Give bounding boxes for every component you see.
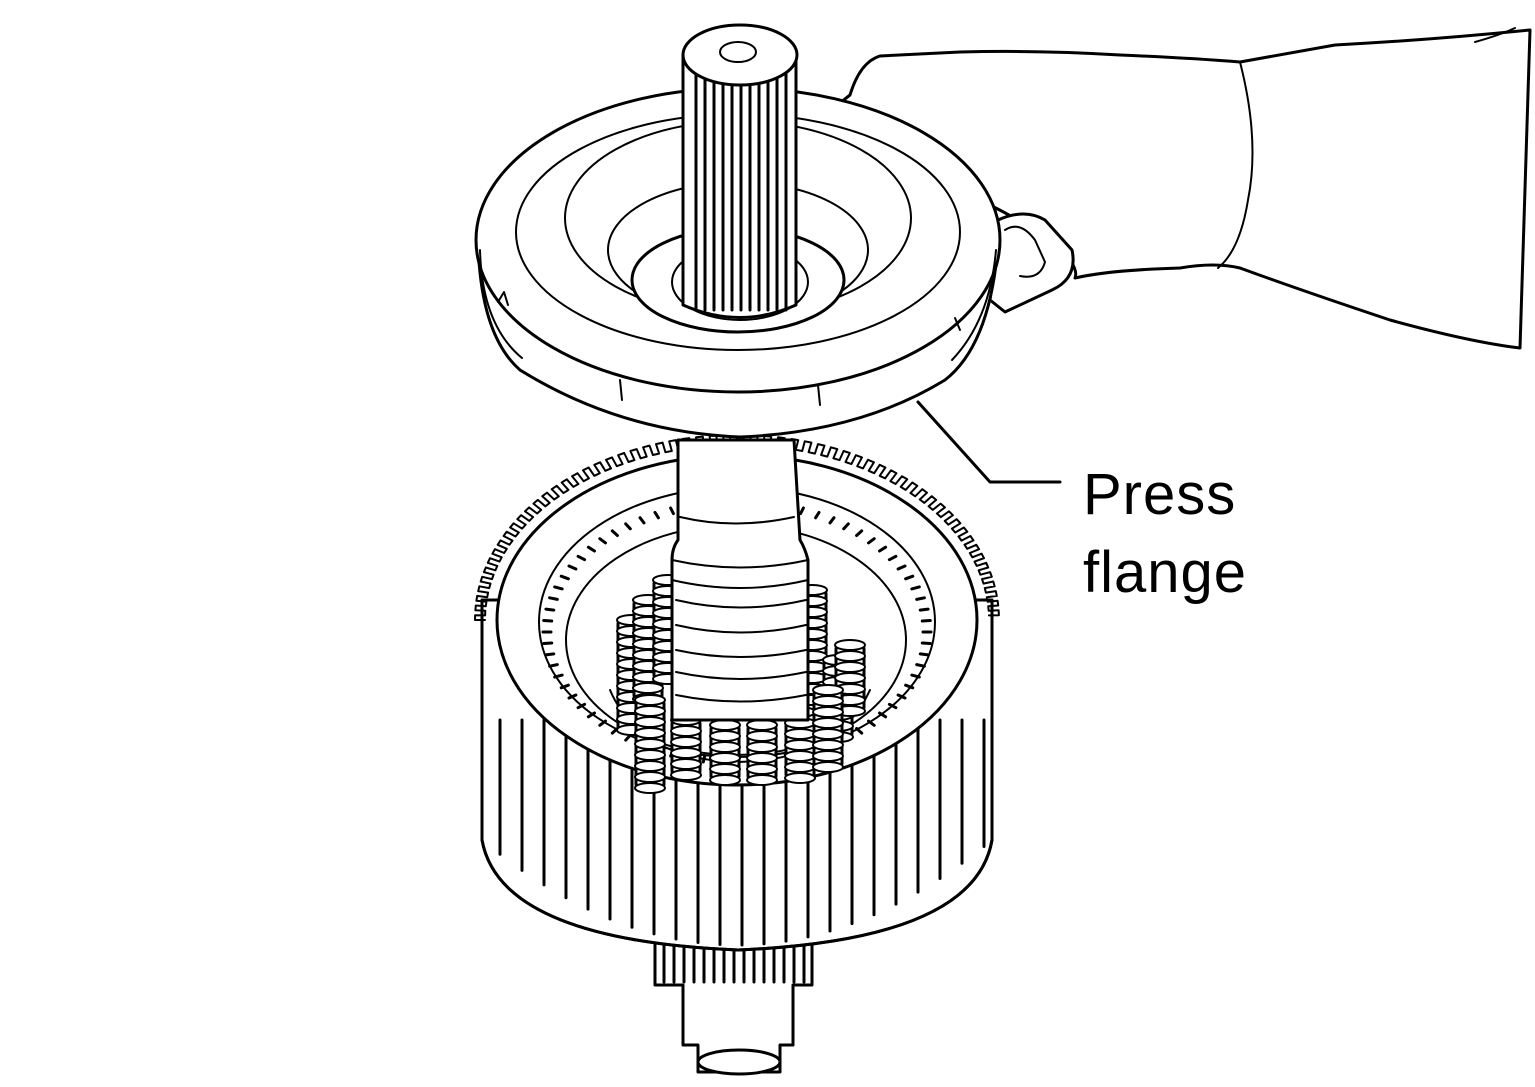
spring (634, 694, 666, 794)
spring (746, 719, 778, 786)
callout-label: Press flange (1083, 456, 1343, 612)
callout-leader-line (916, 400, 1062, 484)
spring (812, 684, 844, 773)
return-springs (616, 574, 866, 794)
splined-shaft-top (681, 23, 799, 319)
callout-label-line-2: flange (1083, 540, 1248, 605)
spring (670, 714, 702, 781)
input-shaft (670, 438, 810, 722)
callout-label-line-1: Press (1083, 462, 1237, 527)
spring (709, 719, 741, 786)
